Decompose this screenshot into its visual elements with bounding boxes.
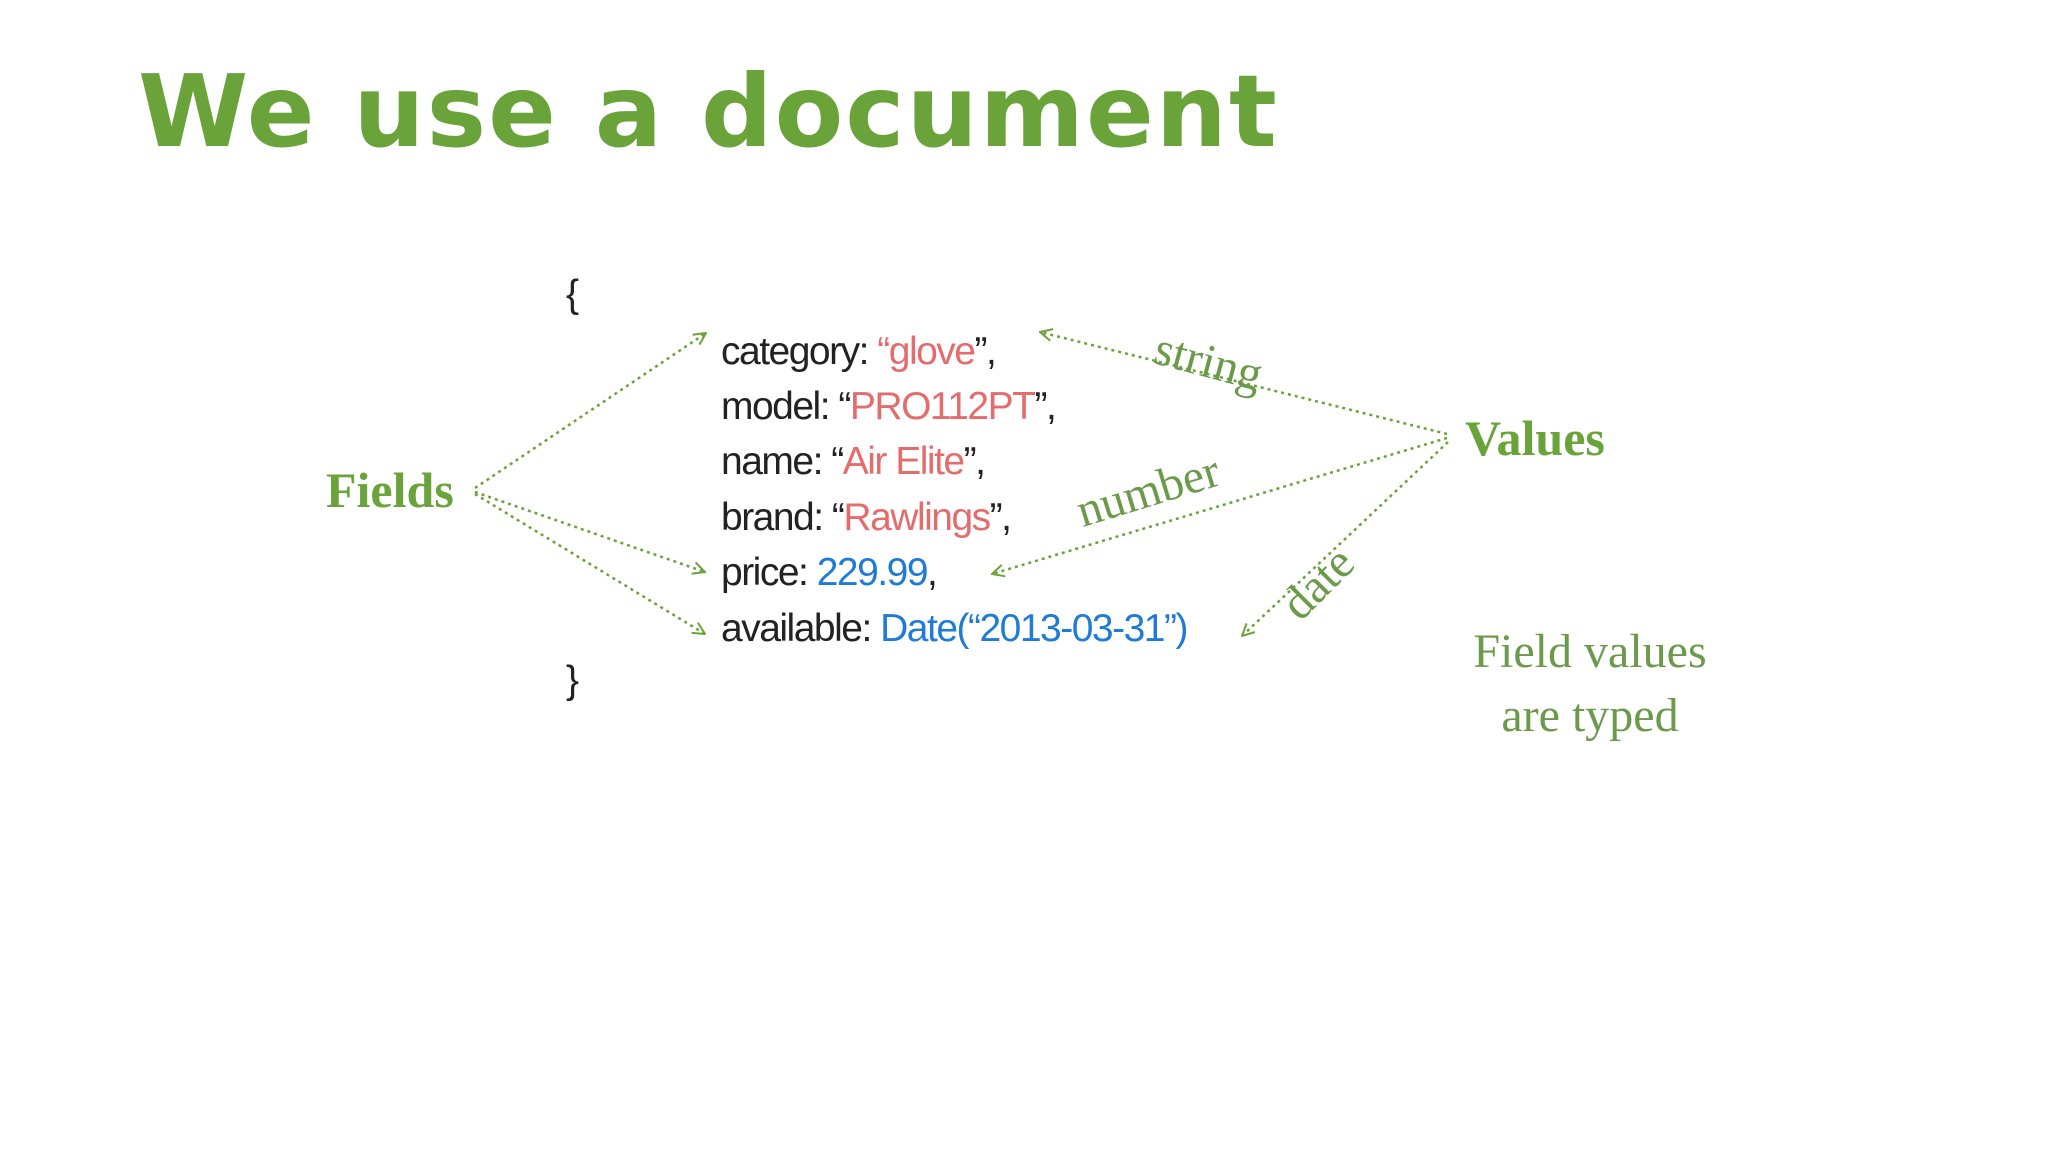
- open-brace: {: [566, 273, 579, 316]
- arrow-values-to-number: [992, 436, 1448, 574]
- note-line-1: Field values: [1473, 625, 1707, 678]
- number-value: 229.99: [816, 551, 929, 594]
- document-line-brand: brand: “Rawlings”,: [721, 496, 1012, 540]
- field-name: brand: [721, 496, 815, 539]
- field-name: category: [721, 330, 860, 373]
- document-line-category: category: “glove”,: [721, 330, 997, 374]
- arrow-fields-to-available: [474, 492, 705, 634]
- document-line-available: available: Date(“2013-03-31”): [721, 607, 1188, 651]
- field-name: available: [721, 607, 863, 650]
- close-brace: }: [566, 659, 579, 702]
- colon: :: [813, 496, 832, 539]
- note-line-2: are typed: [1501, 689, 1679, 742]
- quote-open: “: [831, 496, 845, 539]
- field-name: name: [721, 440, 814, 483]
- string-value: PRO112PT: [849, 385, 1036, 428]
- document-line-price: price: 229.99,: [721, 551, 938, 595]
- quote-close: ”: [1034, 385, 1047, 428]
- comma: ,: [975, 440, 986, 483]
- arrow-fields-to-category: [474, 333, 706, 490]
- colon: :: [812, 440, 832, 483]
- slide-title: We use a document: [138, 53, 1279, 170]
- colon: :: [861, 607, 881, 650]
- colon: :: [858, 330, 878, 373]
- quote-open: “: [831, 440, 844, 483]
- colon: :: [819, 385, 839, 428]
- quote-close: ”: [963, 440, 977, 483]
- comma: ,: [986, 330, 997, 373]
- quote-open: “: [838, 385, 851, 428]
- quote-close: ”: [989, 496, 1003, 539]
- document-line-name: name: “Air Elite”,: [721, 440, 986, 484]
- values-label: Values: [1465, 410, 1605, 466]
- comma: ,: [927, 551, 938, 594]
- arrow-values-to-date: [1242, 441, 1449, 636]
- string-value: Air Elite: [842, 440, 965, 483]
- date-value: Date(“2013-03-31”): [880, 607, 1188, 650]
- arrow-fields-to-price: [474, 490, 705, 572]
- quote-close: ”: [974, 330, 988, 373]
- field-values-note: Field values are typed: [1430, 620, 1750, 748]
- field-name: model: [721, 385, 821, 428]
- comma: ,: [1045, 385, 1057, 428]
- document-line-model: model: “PRO112PT”,: [721, 385, 1057, 429]
- string-value: Rawlings: [843, 496, 991, 539]
- colon: :: [798, 551, 817, 594]
- fields-label: Fields: [326, 462, 454, 518]
- string-value: “glove: [877, 330, 976, 373]
- comma: ,: [1001, 496, 1012, 539]
- field-name: price: [721, 551, 800, 594]
